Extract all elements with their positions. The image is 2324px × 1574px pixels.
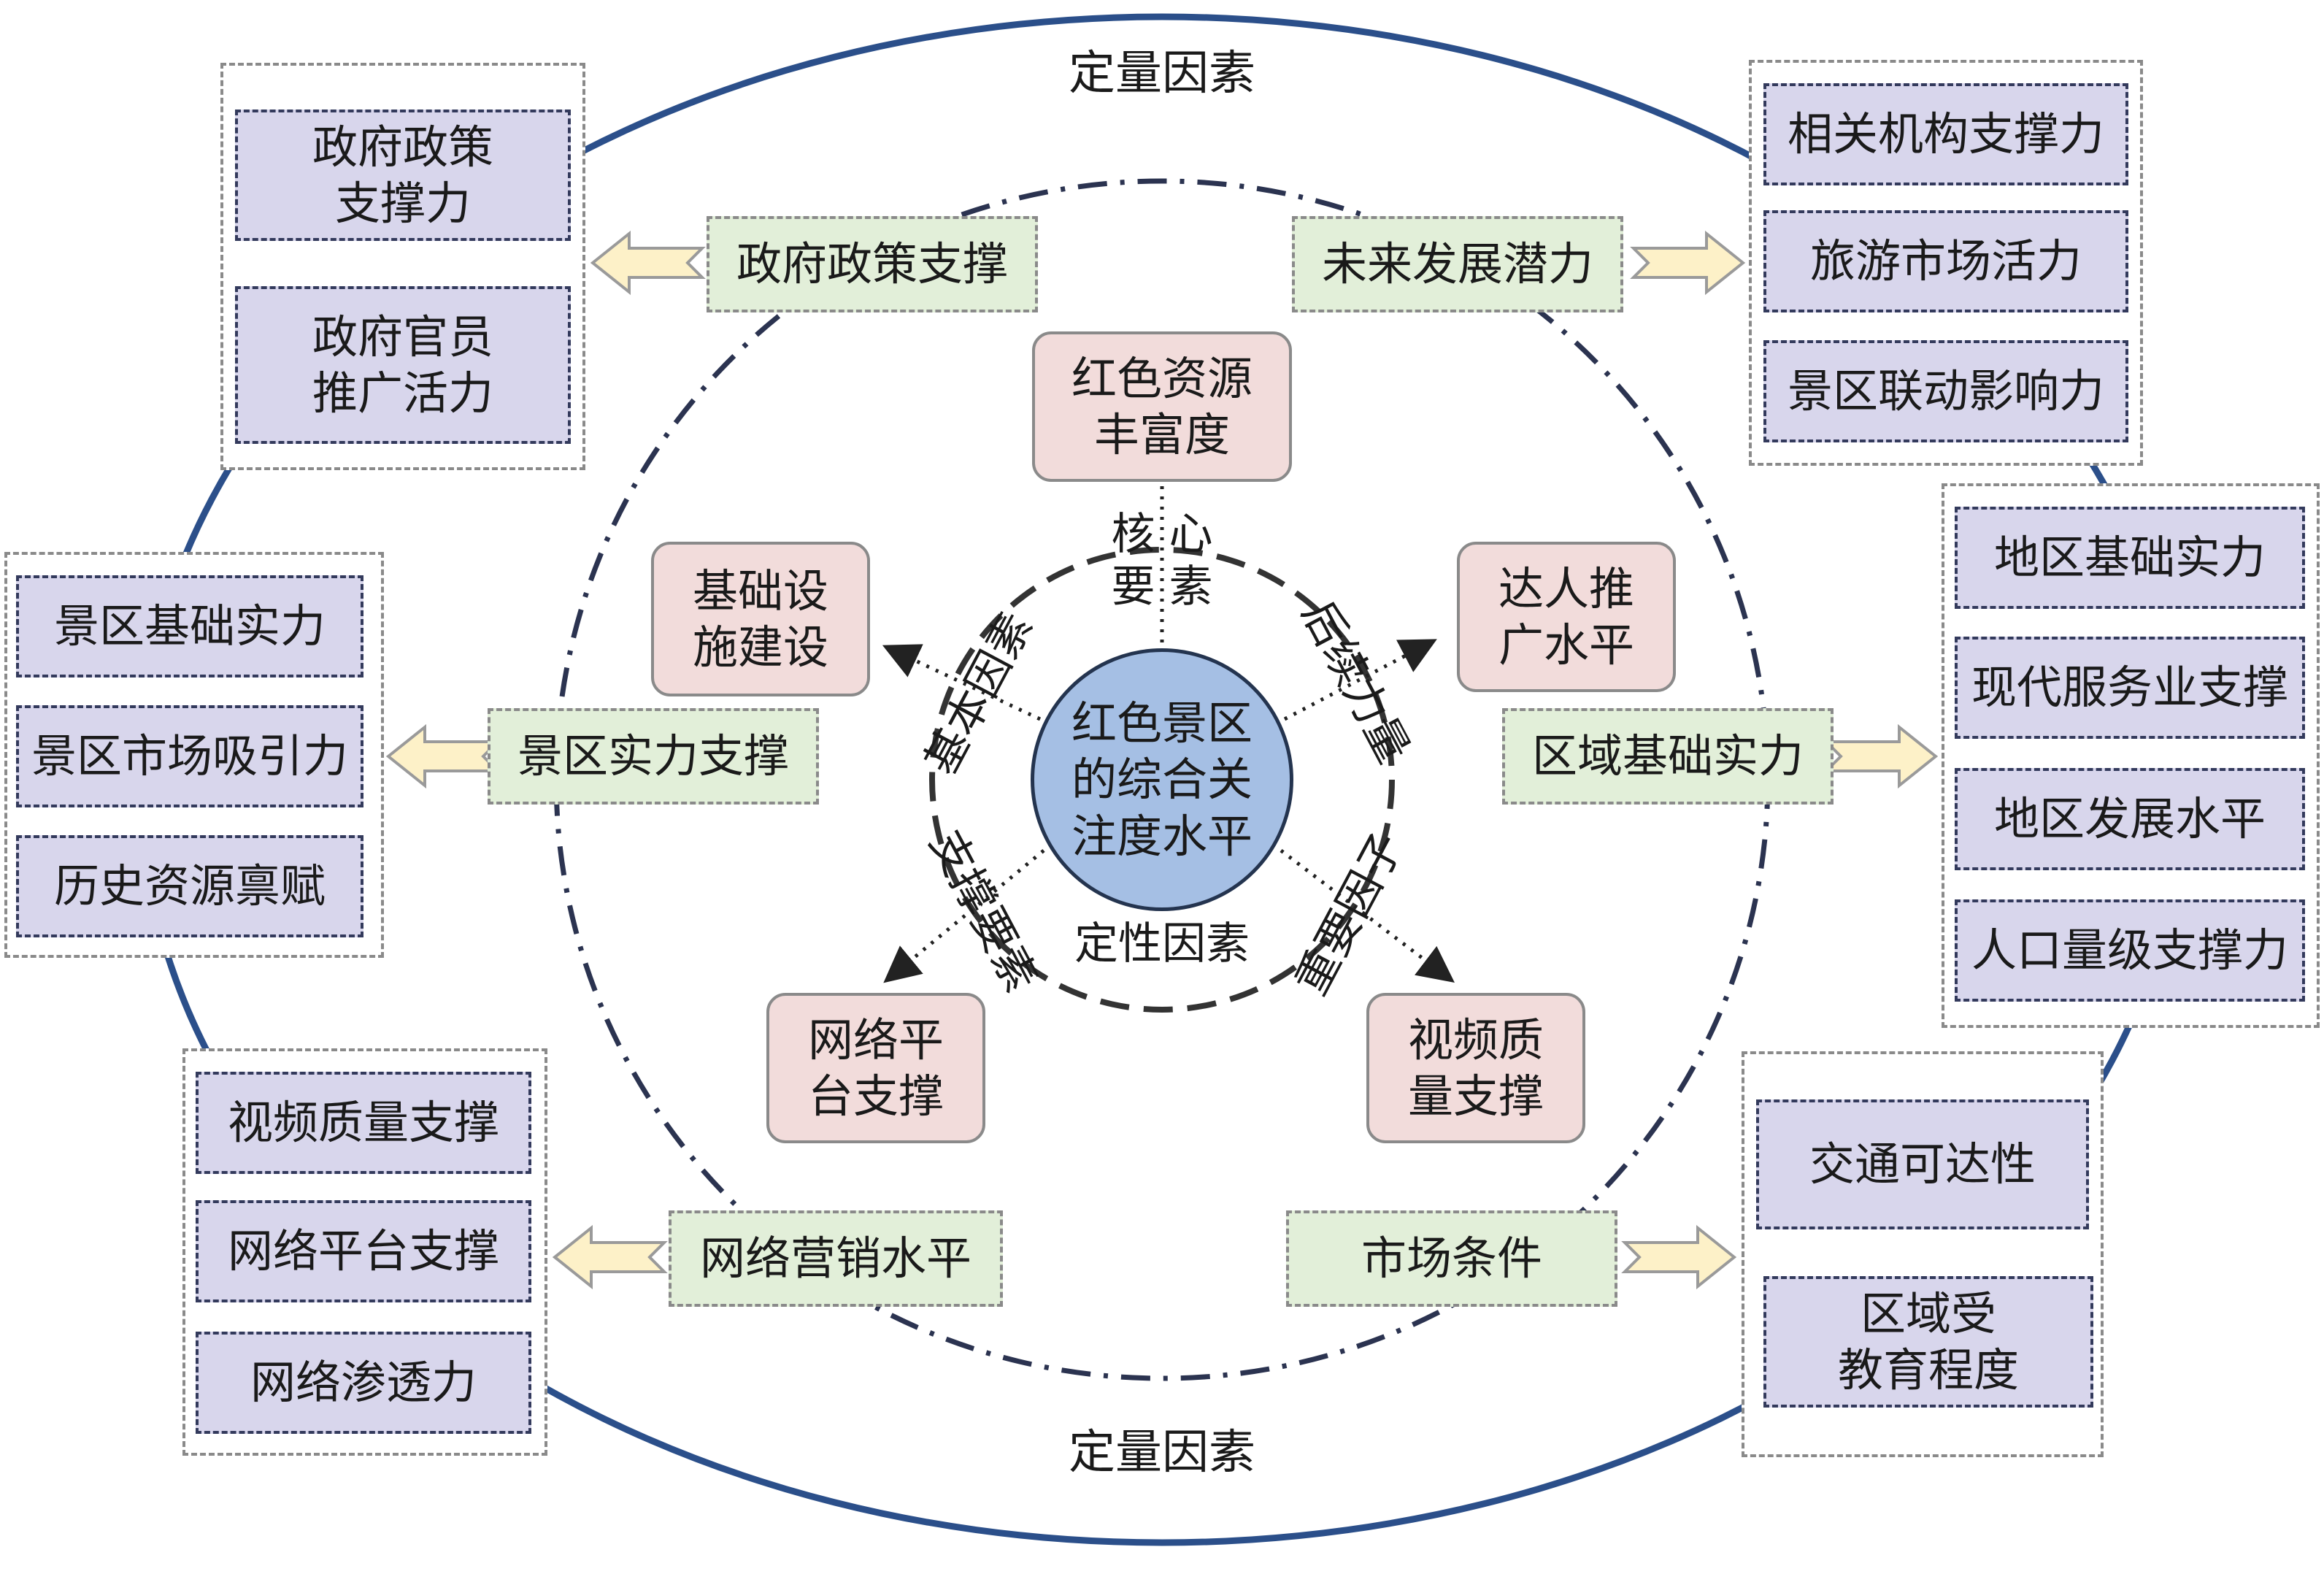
block-arrow-future bbox=[1630, 230, 1746, 296]
dimension-marketing: 网络营销水平 bbox=[669, 1210, 1003, 1307]
dimension-government: 政府政策支撑 bbox=[707, 216, 1038, 312]
center-node: 红色景区 的综合关 注度水平 bbox=[1031, 648, 1293, 911]
block-arrow-market bbox=[1621, 1224, 1737, 1290]
dimension-market: 市场条件 bbox=[1286, 1210, 1617, 1307]
dimension-future: 未来发展潜力 bbox=[1292, 216, 1623, 312]
indicator-gov-official: 政府官员 推广活力 bbox=[235, 286, 571, 444]
indicator-modern-service: 现代服务业支撑 bbox=[1955, 637, 2305, 739]
factor-influencer: 达人推 广水平 bbox=[1457, 542, 1676, 692]
indicator-regional-development: 地区发展水平 bbox=[1955, 768, 2305, 870]
indicator-tourism-vitality: 旅游市场活力 bbox=[1763, 210, 2128, 312]
factor-infrastructure: 基础设 施建设 bbox=[651, 542, 870, 696]
indicator-regional-base: 地区基础实力 bbox=[1955, 507, 2305, 609]
indicator-network-penetration: 网络渗透力 bbox=[196, 1332, 531, 1434]
arrow-support bbox=[883, 849, 1045, 983]
relation-core: 核 心 要 素 bbox=[1111, 509, 1213, 613]
indicator-network-platform: 网络平台支撑 bbox=[196, 1200, 531, 1302]
inner-ring bbox=[929, 547, 1395, 1013]
arrow-important bbox=[1280, 849, 1455, 983]
factor-video-quality: 视频质 量支撑 bbox=[1366, 993, 1585, 1143]
quantitative-label-top: 定量因素 bbox=[1036, 41, 1288, 107]
indicator-related-institutions: 相关机构支撑力 bbox=[1763, 83, 2128, 185]
indicator-scenic-linkage: 景区联动影响力 bbox=[1763, 340, 2128, 442]
block-arrow-government bbox=[590, 230, 706, 296]
qualitative-label: 定性因素 bbox=[1074, 918, 1250, 970]
indicator-traffic: 交通可达性 bbox=[1756, 1099, 2089, 1229]
quantitative-label-bottom: 定量因素 bbox=[1069, 1426, 1255, 1480]
indicator-scenic-base: 景区基础实力 bbox=[16, 575, 363, 677]
indicator-gov-policy: 政府政策 支撑力 bbox=[235, 110, 571, 241]
indicator-education: 区域受 教育程度 bbox=[1763, 1276, 2093, 1408]
indicator-video-quality: 视频质量支撑 bbox=[196, 1072, 531, 1174]
indicator-historical-resources: 历史资源禀赋 bbox=[16, 835, 363, 937]
dimension-regional: 区域基础实力 bbox=[1502, 708, 1834, 805]
factor-network-platform: 网络平 台支撑 bbox=[766, 993, 985, 1143]
block-arrow-marketing bbox=[552, 1224, 668, 1290]
indicator-scenic-attraction: 景区市场吸引力 bbox=[16, 705, 363, 807]
arrow-basic bbox=[882, 644, 1042, 721]
arrow-sustain bbox=[1283, 639, 1437, 721]
block-arrow-scenic bbox=[385, 723, 501, 789]
block-arrow-regional bbox=[1823, 723, 1939, 789]
dimension-scenic: 景区实力支撑 bbox=[488, 708, 819, 805]
indicator-population: 人口量级支撑力 bbox=[1955, 899, 2305, 1002]
factor-red-resources: 红色资源 丰富度 bbox=[1032, 331, 1292, 482]
